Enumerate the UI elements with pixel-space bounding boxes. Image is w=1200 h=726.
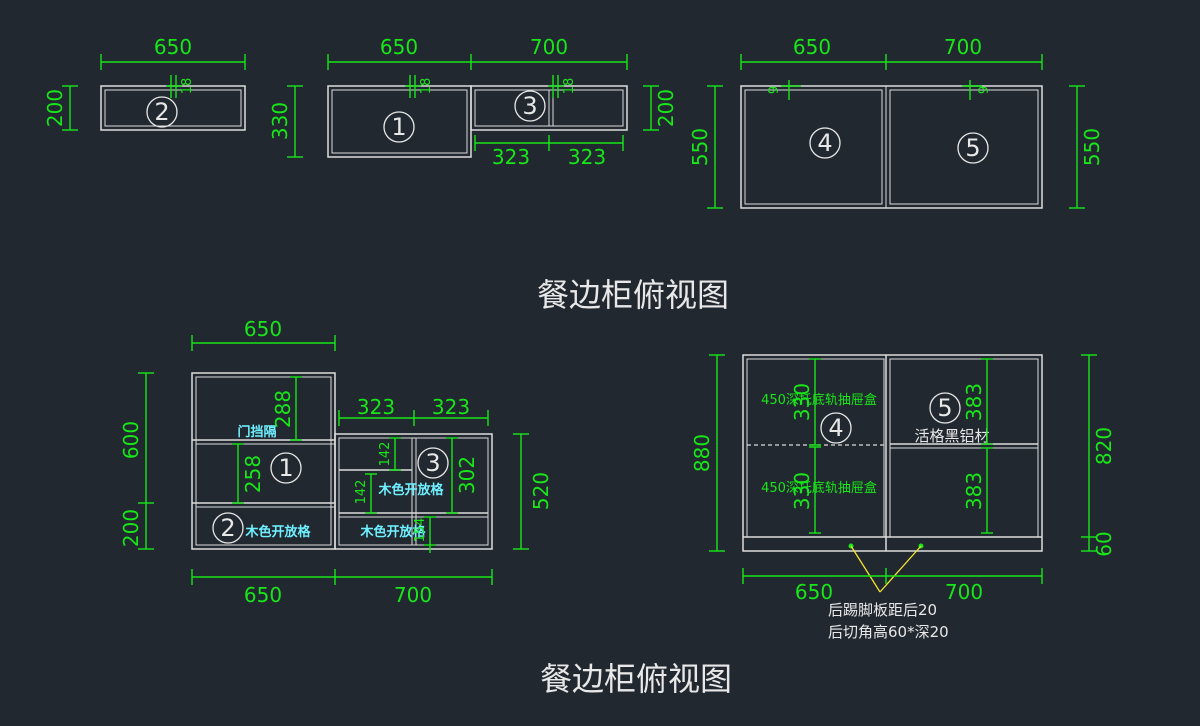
note-drawer-bottom: 450深托底轨抽屉盒: [761, 480, 877, 496]
dim-front-323-b: 323: [432, 395, 470, 419]
front-right-cabinet: 4 5 450深托底轨抽屉盒 450深托底轨抽屉盒 活格黑铝材: [742, 354, 1043, 593]
dim-700-c: 700: [944, 35, 982, 59]
note-door-divider: 门挡隔: [237, 424, 276, 440]
top-cabinet-1-3: 1 3: [327, 85, 628, 158]
dim-18-c: 18: [562, 78, 577, 95]
label-circle-5: 5: [965, 134, 980, 162]
dim-650-a: 650: [154, 35, 192, 59]
note-open-c: 木色开放格: [359, 524, 426, 540]
label-circle-4: 4: [817, 129, 832, 157]
dim-front-323-a: 323: [357, 395, 395, 419]
dim-200-a: 200: [43, 89, 67, 127]
dim-323-a: 323: [492, 145, 530, 169]
top-cabinet-2: 2: [100, 85, 246, 131]
dim-right-383-b: 383: [962, 472, 986, 510]
dim-front-288: 288: [271, 390, 295, 428]
dim-18-b: 18: [419, 78, 434, 95]
dim-front-650-bot: 650: [244, 583, 282, 607]
dim-650-c: 650: [793, 35, 831, 59]
dim-right-650: 650: [795, 580, 833, 604]
dim-front-200: 200: [119, 509, 143, 547]
dim-550-left: 550: [688, 128, 712, 166]
label-circle-1: 1: [391, 113, 406, 141]
label-front-5: 5: [937, 394, 952, 422]
note-aluminum: 活格黑铝材: [914, 427, 989, 445]
dim-front-154: 154: [413, 518, 428, 543]
dim-right-60: 60: [1092, 531, 1116, 556]
label-circle-2: 2: [154, 98, 169, 126]
top-dimensions: 650 650 700 650 700 200 330 200 550 550 …: [43, 35, 1104, 209]
dim-right-700: 700: [945, 580, 983, 604]
dim-650-b: 650: [380, 35, 418, 59]
dim-front-700-bot: 700: [394, 583, 432, 607]
dim-right-820: 820: [1092, 427, 1116, 465]
note-kick-2: 后切角高60*深20: [828, 623, 949, 641]
dim-18-a: 18: [180, 78, 195, 95]
front-left-cabinet: 1 2 3 门挡隔 木色开放格 木色开放格 木色开放格: [191, 372, 493, 550]
dim-right-330-a: 330: [790, 383, 814, 421]
note-kick-1: 后踢脚板距后20: [828, 601, 937, 619]
note-drawer-top: 450深托底轨抽屉盒: [761, 392, 877, 408]
dim-323-b: 323: [568, 145, 606, 169]
dim-front-520: 520: [529, 472, 553, 510]
title-top: 餐边柜俯视图: [537, 276, 729, 314]
dim-front-650-top: 650: [244, 317, 282, 341]
title-bottom: 餐边柜俯视图: [540, 660, 732, 698]
dim-9-b: 9: [977, 86, 992, 94]
dim-right-330-b: 330: [790, 472, 814, 510]
note-open-a: 木色开放格: [244, 524, 311, 540]
note-open-b: 木色开放格: [377, 482, 444, 498]
dim-700-b: 700: [530, 35, 568, 59]
dim-330: 330: [268, 102, 292, 140]
dim-front-142-b: 142: [354, 480, 369, 505]
front-left-dimensions: 650 323 323 600 200 520 650 700 288 258 …: [119, 317, 553, 607]
dim-right-383-a: 383: [962, 383, 986, 421]
dim-front-302: 302: [455, 456, 479, 494]
label-front-3: 3: [425, 449, 440, 477]
dim-front-142-a: 142: [378, 442, 393, 467]
dim-front-258: 258: [241, 455, 265, 493]
label-circle-3: 3: [522, 92, 537, 120]
front-right-dimensions: 880 820 60 650 700 383 383 330 330: [690, 354, 1116, 604]
dim-right-880: 880: [690, 434, 714, 472]
label-front-1: 1: [278, 454, 293, 482]
top-cabinet-4-5: 4 5: [740, 85, 1043, 209]
dim-200-b: 200: [654, 89, 678, 127]
dim-9-a: 9: [767, 86, 782, 94]
dim-550-right: 550: [1080, 128, 1104, 166]
label-front-2: 2: [220, 514, 235, 542]
label-front-4: 4: [828, 414, 843, 442]
dim-front-600: 600: [119, 421, 143, 459]
